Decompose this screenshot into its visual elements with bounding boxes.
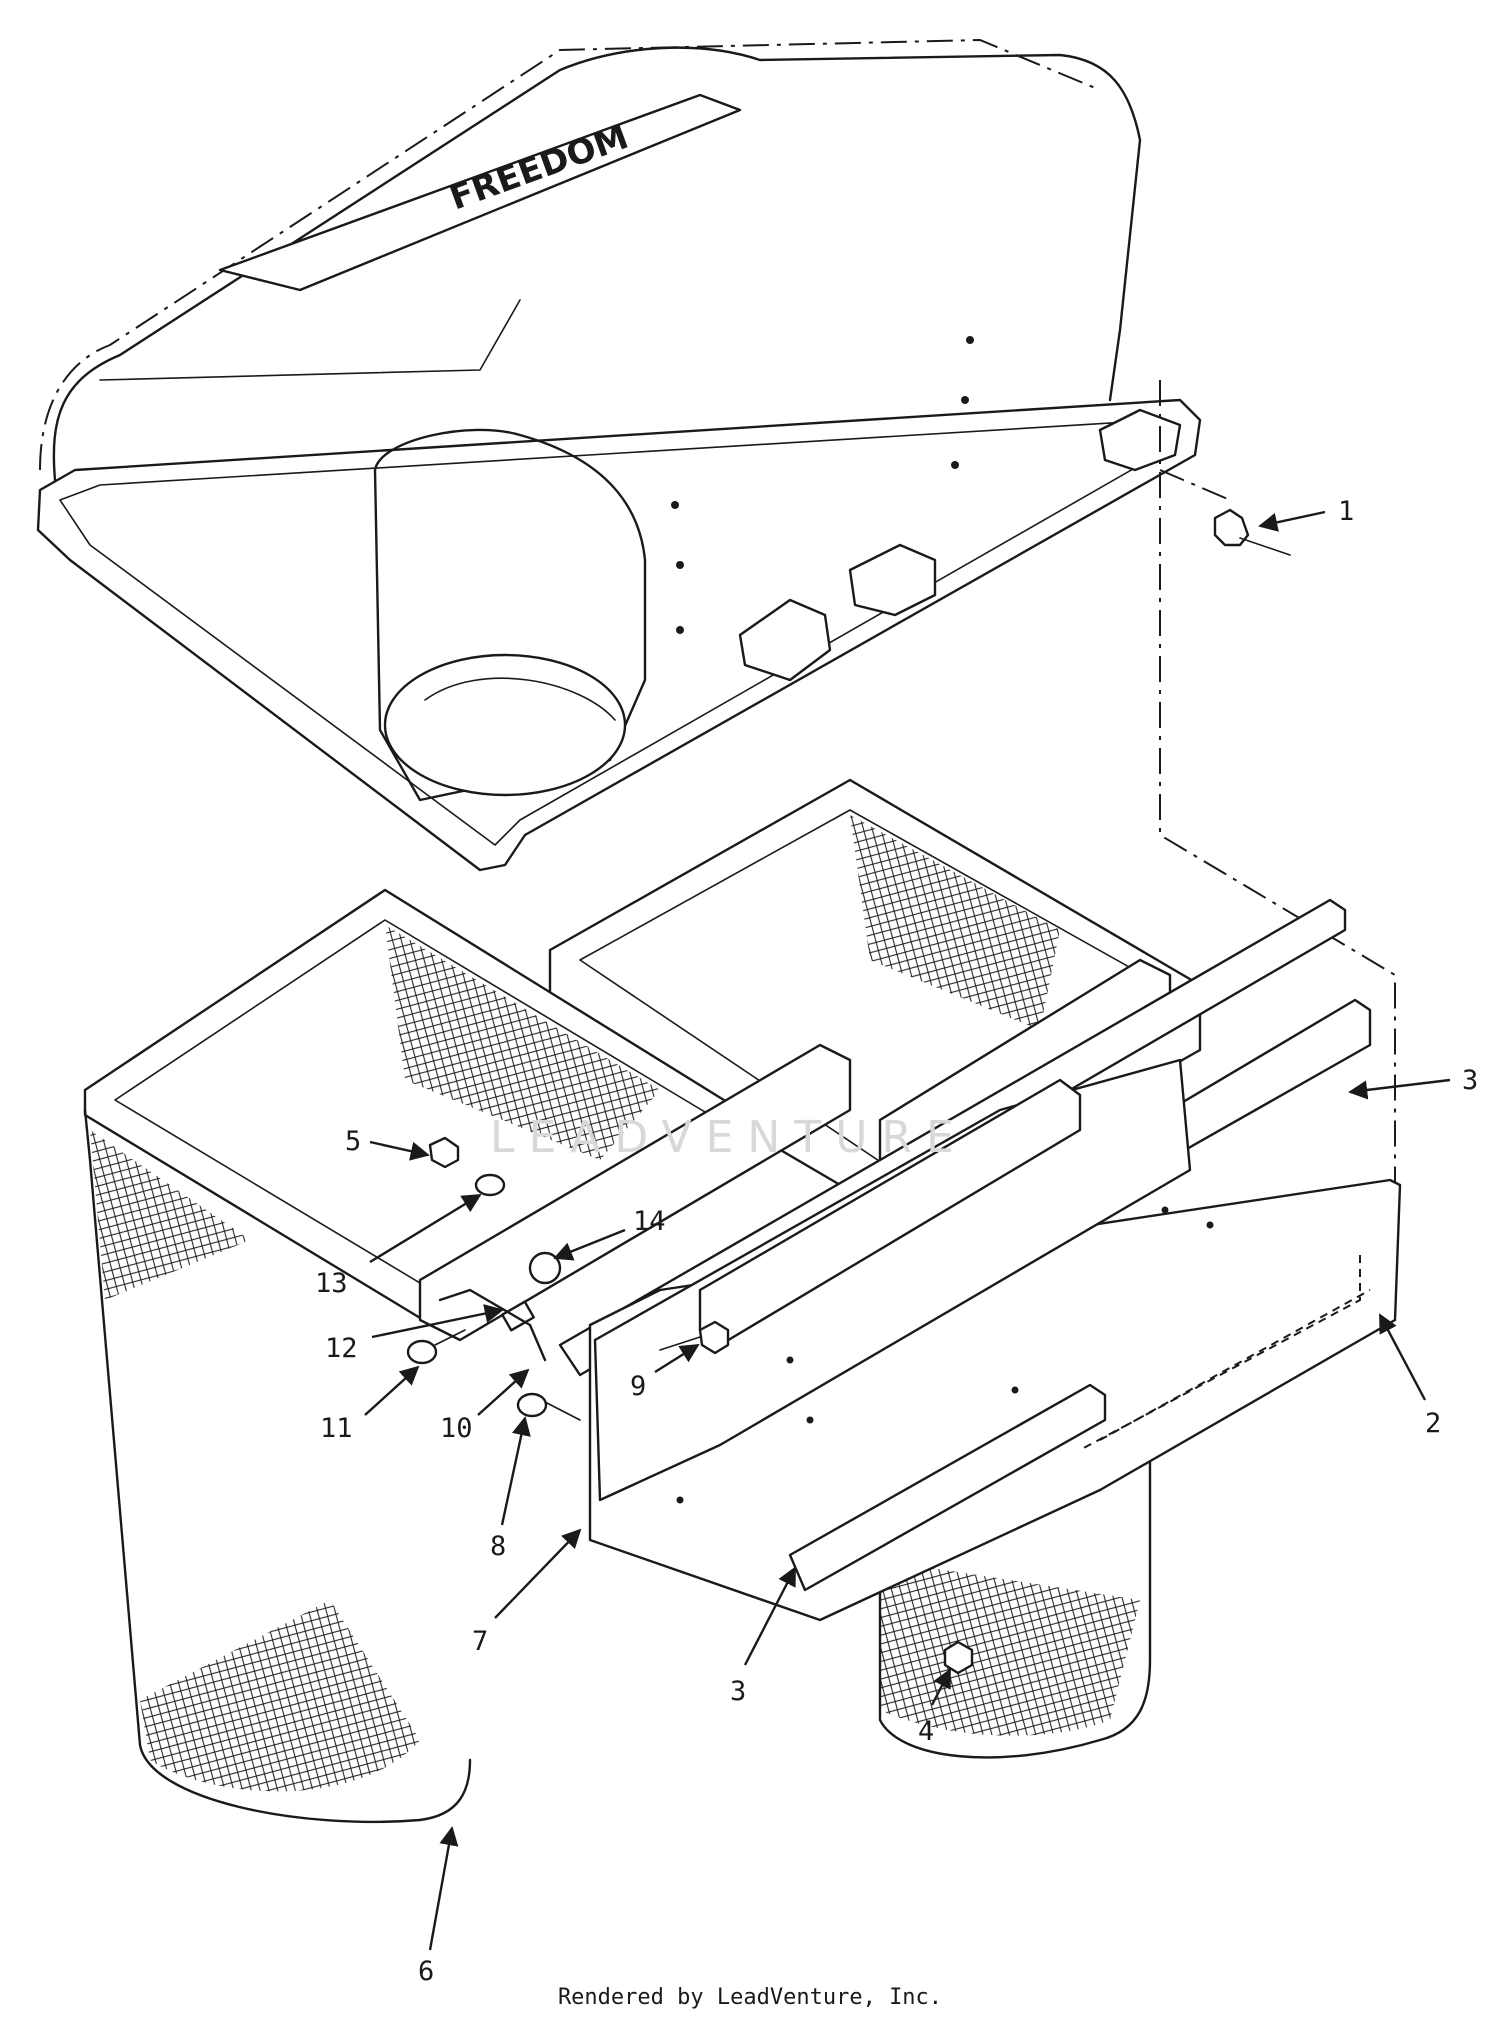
callout-3-lower: 3	[730, 1676, 746, 1707]
hopper-cover: FREEDOM	[36, 38, 1202, 872]
logo-text: FREEDOM	[444, 117, 633, 218]
callout-6: 6	[418, 1956, 434, 1987]
chute-opening	[383, 653, 627, 797]
nut-14	[528, 1251, 562, 1285]
callout-8: 8	[490, 1531, 506, 1562]
bolt-9	[698, 1320, 730, 1355]
callout-5: 5	[345, 1126, 361, 1157]
footer-credit: Rendered by LeadVenture, Inc.	[557, 1985, 943, 2010]
panel-7	[593, 1058, 1192, 1502]
bolt-11	[406, 1339, 438, 1365]
nut-5	[428, 1136, 460, 1169]
callout-4: 4	[918, 1716, 934, 1747]
callout-9: 9	[630, 1371, 646, 1402]
callout-3-upper: 3	[1462, 1065, 1478, 1096]
clip-12	[501, 1300, 535, 1332]
callout-13: 13	[315, 1268, 348, 1299]
strap-3b	[788, 1383, 1107, 1592]
freedom-logo: FREEDOM	[218, 93, 742, 292]
nut-4	[943, 1640, 974, 1675]
hardware	[406, 508, 1291, 1675]
frame-assembly	[418, 898, 1402, 1622]
callout-12: 12	[325, 1333, 358, 1364]
callout-11: 11	[320, 1413, 353, 1444]
callouts: 1 2 3 3 4 5 6 7 8 9 10 11 12 13 14	[315, 496, 1478, 1987]
callout-14: 14	[633, 1206, 666, 1237]
callout-7: 7	[472, 1626, 488, 1657]
watermark: LEADVENTURE	[490, 1112, 968, 1163]
callout-10: 10	[440, 1413, 473, 1444]
callout-2: 2	[1425, 1408, 1441, 1439]
callout-1: 1	[1338, 496, 1354, 527]
bolt-8	[516, 1392, 548, 1418]
washer-13	[474, 1173, 506, 1197]
